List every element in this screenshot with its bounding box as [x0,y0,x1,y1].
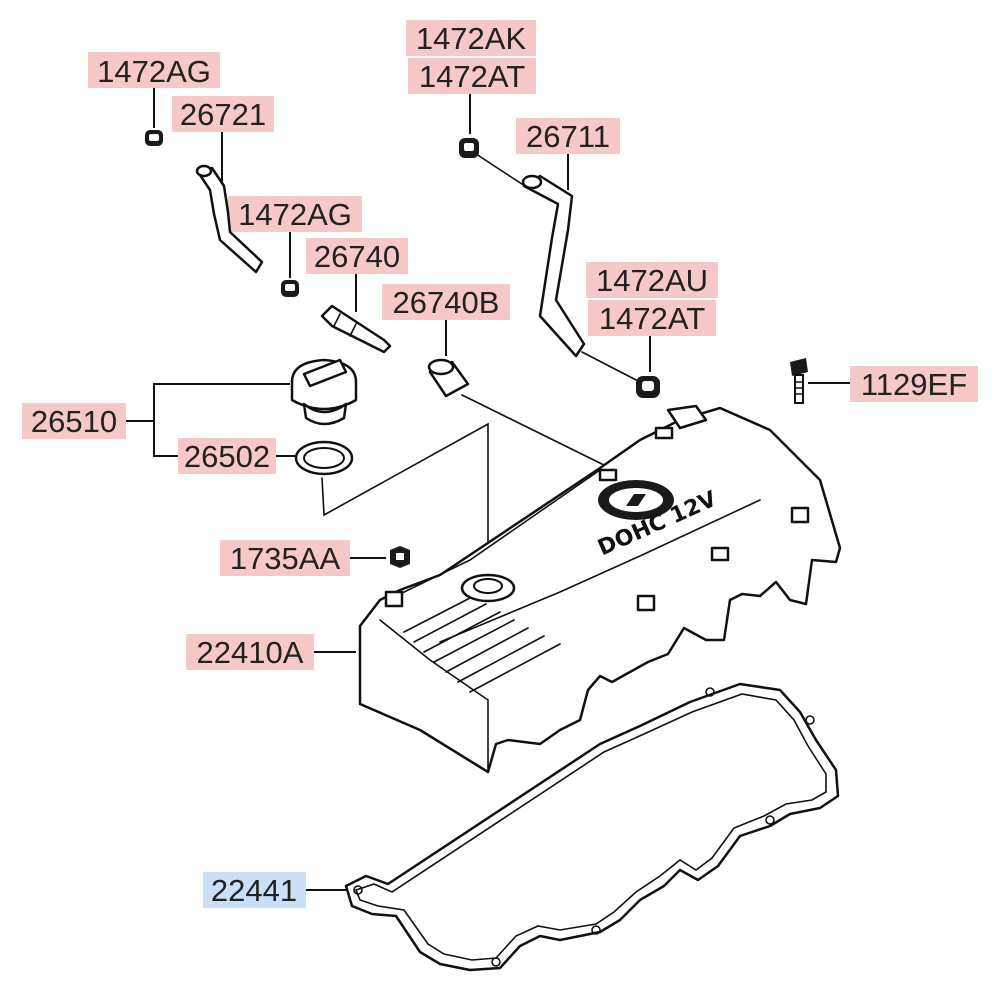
cap-seal-26502-icon [294,440,354,476]
label-highlight [22,403,126,439]
label-1472at-top[interactable]: 1472AT [408,58,536,94]
label-text: 26711 [526,119,610,154]
gasket-22441-icon [344,682,840,972]
label-text: 1129EF [861,367,967,402]
label-highlight [172,96,274,132]
label-text: 26510 [31,404,117,439]
label-22441[interactable]: 22441 [203,872,306,908]
assembly-guide-lines [321,149,641,561]
label-text: 22410A [197,635,304,670]
label-highlight [586,262,718,298]
hose-26721-icon [195,164,264,274]
label-1472ag-top[interactable]: 1472AG [88,52,220,89]
label-highlight [408,58,536,94]
label-26510[interactable]: 26510 [22,403,126,439]
label-text: 26502 [184,439,270,474]
grommet-26740b-icon [427,358,470,398]
label-text: 26721 [180,97,266,132]
label-text: 26740 [314,239,400,274]
leader-lines [126,88,850,891]
label-1472ag-mid[interactable]: 1472AG [228,196,362,232]
clamp-1472ag-mid-icon [281,280,299,297]
clamp-1472ag-top-icon [145,130,163,146]
label-text: 1472AG [238,197,352,232]
nut-1735aa-icon [390,546,410,568]
label-1472au[interactable]: 1472AU [586,262,718,298]
label-text: 1472AG [97,54,211,89]
label-highlight [220,540,350,576]
label-highlight [88,52,220,88]
pcv-valve-26740-icon [320,304,392,354]
bolt-1129ef-icon [790,358,808,404]
label-text: 22441 [211,873,297,908]
label-1472ak[interactable]: 1472AK [406,20,536,56]
label-26711[interactable]: 26711 [516,118,620,154]
label-highlight [588,300,716,336]
label-highlight [850,366,978,402]
label-1735aa[interactable]: 1735AA [220,540,350,576]
label-26721[interactable]: 26721 [172,96,274,132]
label-1472at-mid[interactable]: 1472AT [588,300,716,336]
label-26740b[interactable]: 26740B [382,284,510,320]
label-highlight [306,238,408,274]
label-text: 1735AA [230,541,341,576]
label-1129ef[interactable]: 1129EF [850,366,978,402]
label-text: 1472AK [416,21,527,56]
label-26740[interactable]: 26740 [306,238,408,274]
label-text: 1472AT [419,59,525,94]
label-highlight [382,284,510,320]
label-26502[interactable]: 26502 [178,438,276,474]
clamp-1472ak-icon [459,138,479,158]
label-highlight-selected [203,872,306,908]
label-highlight [178,438,276,474]
label-highlight [186,634,314,670]
clamp-1472au-icon [636,376,660,398]
label-highlight [228,196,362,232]
label-highlight [406,20,536,56]
rocker-cover-22410a-icon: DOHC 12V [358,404,842,774]
label-text: 26740B [393,285,500,320]
label-text: 1472AU [596,263,708,298]
label-highlight [516,118,620,154]
oil-filler-cap-26510-icon [290,358,358,426]
label-22410a[interactable]: 22410A [186,634,314,670]
hose-26711-icon [521,174,586,358]
label-text: 1472AT [599,301,705,336]
